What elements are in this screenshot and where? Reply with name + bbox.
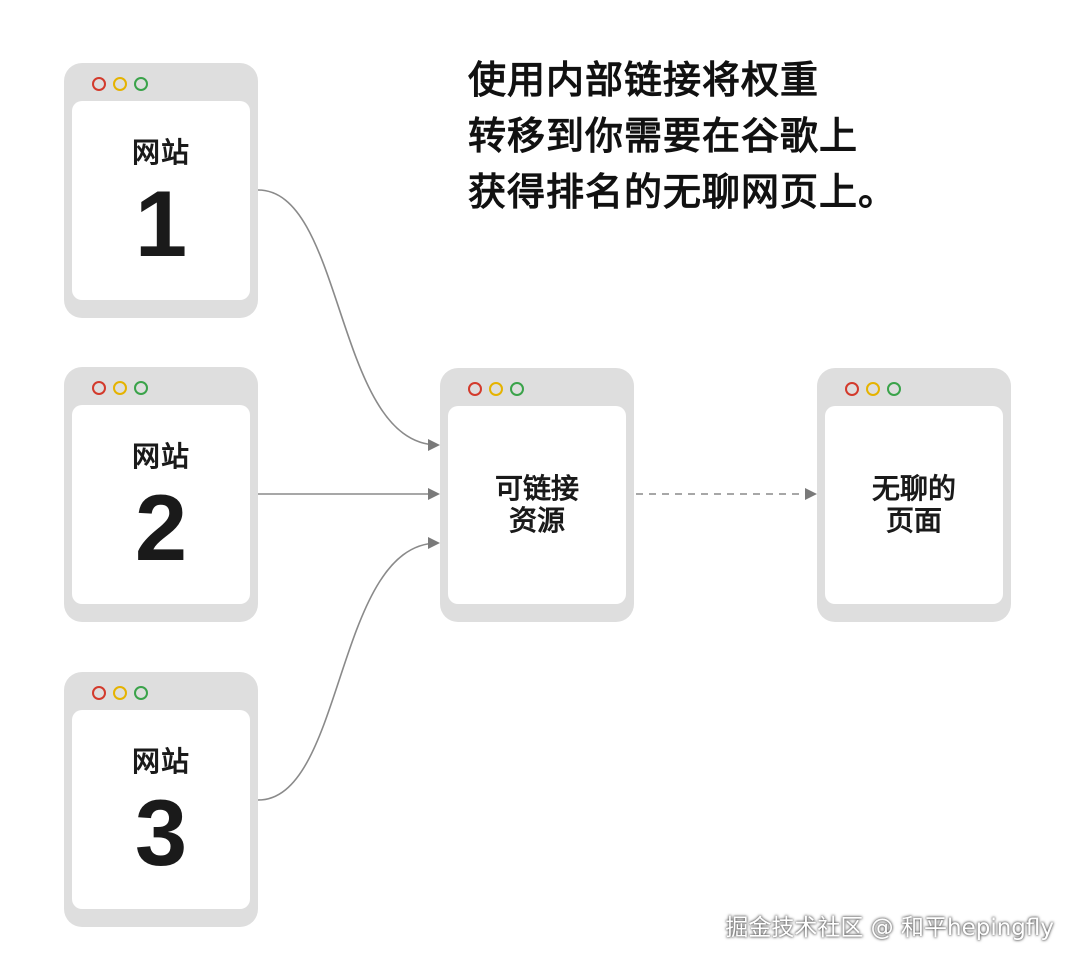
red-dot-icon	[92, 686, 106, 700]
window-controls	[92, 381, 148, 395]
watermark-text: 掘金技术社区 @ 和平hepingfly	[725, 915, 1054, 941]
boring-page-content: 无聊的 页面	[825, 406, 1003, 604]
linkable-asset-window: 可链接 资源	[440, 368, 634, 622]
boring-page-window: 无聊的 页面	[817, 368, 1011, 622]
arrow-site3-to-asset	[257, 537, 440, 801]
red-dot-icon	[92, 381, 106, 395]
website-3-number: 3	[134, 780, 188, 885]
website-2-number: 2	[134, 475, 188, 580]
website-1-window: 网站 1	[64, 63, 258, 318]
green-dot-icon	[134, 381, 148, 395]
yellow-dot-icon	[113, 77, 127, 91]
yellow-dot-icon	[113, 381, 127, 395]
website-1-number: 1	[134, 171, 188, 276]
boring-page-label: 无聊的 页面	[871, 471, 956, 537]
website-3-label: 网站	[131, 745, 190, 778]
website-2-label: 网站	[131, 440, 190, 473]
website-2-content: 网站 2	[72, 405, 250, 604]
green-dot-icon	[134, 686, 148, 700]
website-3-content: 网站 3	[72, 710, 250, 909]
arrow-site1-to-asset	[257, 189, 440, 451]
yellow-dot-icon	[866, 382, 880, 396]
window-controls	[92, 77, 148, 91]
headline-text: 使用内部链接将权重 转移到你需要在谷歌上 获得排名的无聊网页上。	[468, 58, 898, 214]
red-dot-icon	[92, 77, 106, 91]
website-1-content: 网站 1	[72, 101, 250, 300]
green-dot-icon	[134, 77, 148, 91]
window-controls	[92, 686, 148, 700]
yellow-dot-icon	[489, 382, 503, 396]
green-dot-icon	[510, 382, 524, 396]
red-dot-icon	[468, 382, 482, 396]
yellow-dot-icon	[113, 686, 127, 700]
window-controls	[468, 382, 524, 396]
website-2-window: 网站 2	[64, 367, 258, 622]
green-dot-icon	[887, 382, 901, 396]
red-dot-icon	[845, 382, 859, 396]
linkable-asset-content: 可链接 资源	[448, 406, 626, 604]
linkable-asset-label: 可链接 资源	[494, 471, 579, 537]
window-controls	[845, 382, 901, 396]
website-3-window: 网站 3	[64, 672, 258, 927]
website-1-label: 网站	[131, 136, 190, 169]
